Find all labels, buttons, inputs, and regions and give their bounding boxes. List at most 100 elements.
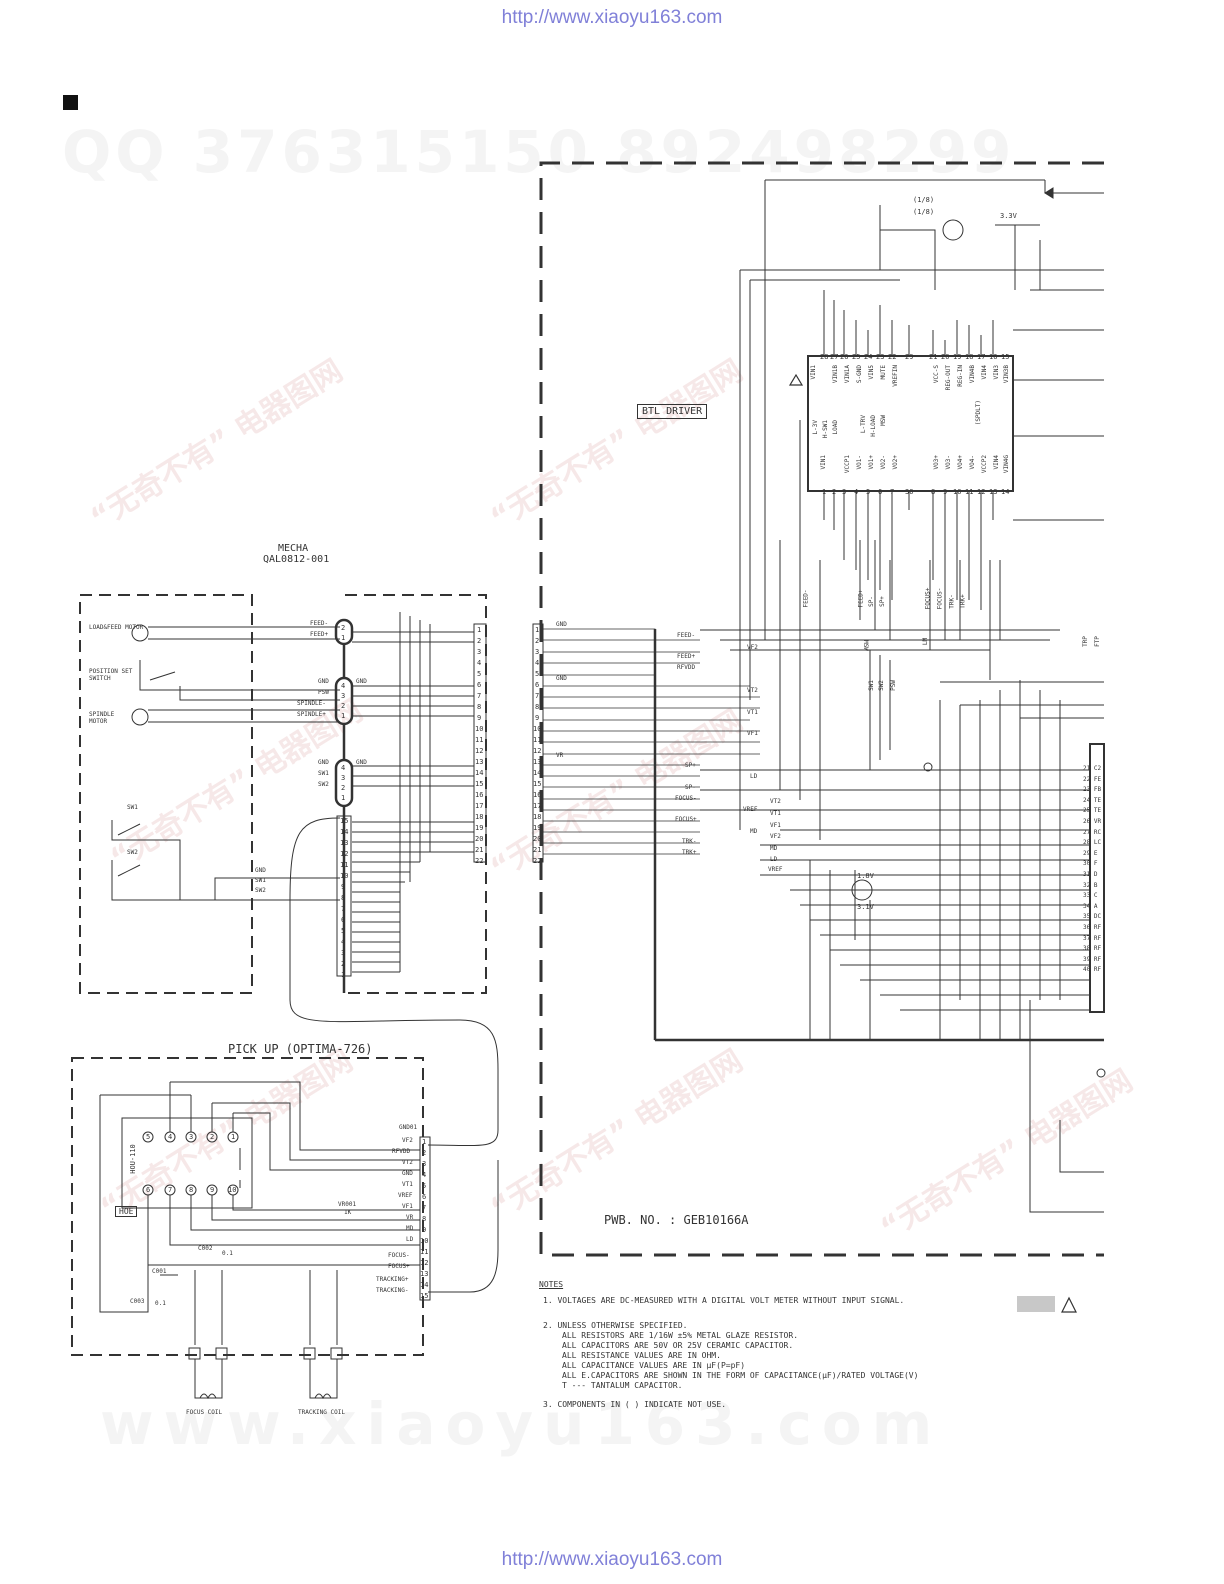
note-2f: T --- TANTALUM CAPACITOR. (562, 1381, 683, 1390)
right-ic-pin: 24 (1083, 796, 1091, 804)
right-ic-pin-name: RF (1093, 955, 1102, 963)
ic-b-vo2-minus: VO2- (880, 455, 887, 470)
pu-vt1: VT1 (402, 1181, 413, 1188)
ic-b-vo2-plus: VO2+ (892, 455, 899, 470)
tracking-coil-label: TRACKING COIL (298, 1409, 345, 1416)
svg-text:1: 1 (822, 488, 826, 496)
net-vref: VREF (743, 806, 758, 813)
ic-name-vin4b: VIN4B (969, 365, 976, 384)
ic-b-vin1: VIN1 (820, 455, 827, 470)
svg-text:11: 11 (965, 488, 973, 496)
svg-text:4: 4 (477, 659, 481, 667)
svg-text:12: 12 (475, 747, 483, 755)
right-ic-pin-name: C (1093, 892, 1098, 900)
svg-text:6: 6 (341, 916, 345, 924)
pu-gnd: GND (402, 1170, 413, 1177)
load-feed-motor-label: LOAD&FEED MOTOR (89, 624, 144, 631)
right-ic-pin-name: F (1093, 860, 1098, 868)
svg-text:8: 8 (341, 894, 345, 902)
ic-name-vin1: VIN1 (810, 365, 817, 380)
svg-text:1: 1 (477, 626, 481, 634)
svg-text:7: 7 (341, 905, 345, 913)
mecha-spindle-minus: SPINDLE- (297, 700, 326, 707)
note-3: 3. COMPONENTS IN ( ) INDICATE NOT USE. (543, 1400, 727, 1409)
legend-shade-box (1017, 1296, 1055, 1312)
svg-text:5: 5 (422, 1182, 426, 1190)
svg-text:6: 6 (535, 681, 539, 689)
note-2c: ALL RESISTANCE VALUES ARE IN OHM. (562, 1351, 721, 1360)
mecha-lower-sw1: SW1 (255, 877, 266, 884)
svg-text:2: 2 (341, 784, 345, 792)
svg-text:6: 6 (477, 681, 481, 689)
svg-text:19: 19 (533, 824, 541, 832)
bnet-focus-plus: FOCUS+ (924, 587, 932, 610)
ic-b-vo1-minus: VO1- (856, 455, 863, 470)
ic-b-vccp1: VCCP1 (844, 455, 851, 474)
svg-text:2: 2 (535, 637, 539, 645)
ic-b-vin4g: VIN4G (1003, 455, 1010, 474)
net-sp-minus: SP- (685, 784, 696, 791)
svg-text:17: 17 (475, 802, 483, 810)
footer-url[interactable]: http://www.xiaoyu163.com (501, 1549, 723, 1570)
svg-text:10: 10 (420, 1237, 428, 1245)
voltage-1v8: 1.8V (857, 872, 874, 880)
right-ic-pin-name: TE (1093, 796, 1102, 804)
right-ic-pin-name: RC (1093, 828, 1102, 836)
svg-text:14: 14 (475, 769, 483, 777)
pu-ic-pin-2: 2 (210, 1133, 215, 1141)
svg-text:20: 20 (941, 353, 949, 361)
right-ic-row: 21 C2 (1083, 765, 1123, 776)
ic-name-vin5: VIN5 (868, 365, 875, 380)
header-url[interactable]: http://www.xiaoyu163.com (501, 7, 723, 28)
svg-text:9: 9 (535, 714, 539, 722)
right-ic-pin: 30 (1083, 860, 1091, 868)
svg-text:5: 5 (477, 670, 481, 678)
right-ic-pin: 23 (1083, 786, 1091, 794)
right-ic-pin-name: RF (1093, 945, 1102, 953)
svg-text:11: 11 (475, 736, 483, 744)
right-ic-pin-name: C2 (1093, 765, 1102, 772)
pu-tracking-plus: TRACKING+ (376, 1276, 409, 1283)
svg-text:21: 21 (475, 846, 483, 854)
right-ic-pin-name: A (1093, 902, 1098, 910)
svg-text:12: 12 (340, 850, 348, 858)
svg-text:22: 22 (888, 353, 896, 361)
svg-text:29: 29 (905, 353, 913, 361)
svg-text:15: 15 (533, 780, 541, 788)
right-ic-row: 25 TE (1083, 807, 1123, 818)
right-ic-pin: 27 (1083, 828, 1091, 836)
bnet-focus-minus: FOCUS- (936, 587, 944, 610)
mecha-sw2-c: SW2 (318, 781, 329, 788)
svg-text:17: 17 (533, 802, 541, 810)
note-2b: ALL CAPACITORS ARE 50V OR 25V CERAMIC CA… (562, 1341, 794, 1350)
right-ic-pin: 25 (1083, 807, 1091, 815)
svg-text:13: 13 (340, 839, 348, 847)
svg-text:1: 1 (341, 971, 345, 979)
mecha-gnd-c-right: GND (356, 759, 367, 766)
pu-ic-pin-7: 7 (168, 1186, 173, 1194)
right-ic-pin: 29 (1083, 849, 1091, 857)
svg-text:16: 16 (989, 353, 997, 361)
svg-text:7: 7 (477, 692, 481, 700)
svg-text:12: 12 (977, 488, 985, 496)
watermark-qq: QQ 376315150 892498299 (62, 118, 1016, 186)
feed-minus-label: FEED- (310, 620, 329, 627)
svg-text:8: 8 (477, 703, 481, 711)
svg-text:15: 15 (420, 1292, 428, 1300)
svg-text:7: 7 (535, 692, 539, 700)
feed-plus-label: FEED+ (310, 631, 329, 638)
pu-ic-pin-3: 3 (189, 1133, 194, 1141)
right-ic-row: 29 E (1083, 850, 1123, 861)
svg-text:21: 21 (533, 846, 541, 854)
net-feed-plus: FEED+ (677, 653, 696, 660)
right-ic-pin: 34 (1083, 902, 1091, 910)
sw2-label: SW2 (127, 849, 138, 856)
right-ic-pin: 39 (1083, 955, 1091, 963)
mecha-sw1-c: SW1 (318, 770, 329, 777)
main-vr: VR (556, 752, 564, 759)
right-ic-pin-name: RF (1093, 923, 1102, 931)
net-focus-minus: FOCUS- (675, 795, 697, 802)
mecha-title: MECHA (278, 543, 309, 554)
pu-ic-pin-4: 4 (168, 1133, 173, 1141)
svg-text:24: 24 (864, 353, 872, 361)
